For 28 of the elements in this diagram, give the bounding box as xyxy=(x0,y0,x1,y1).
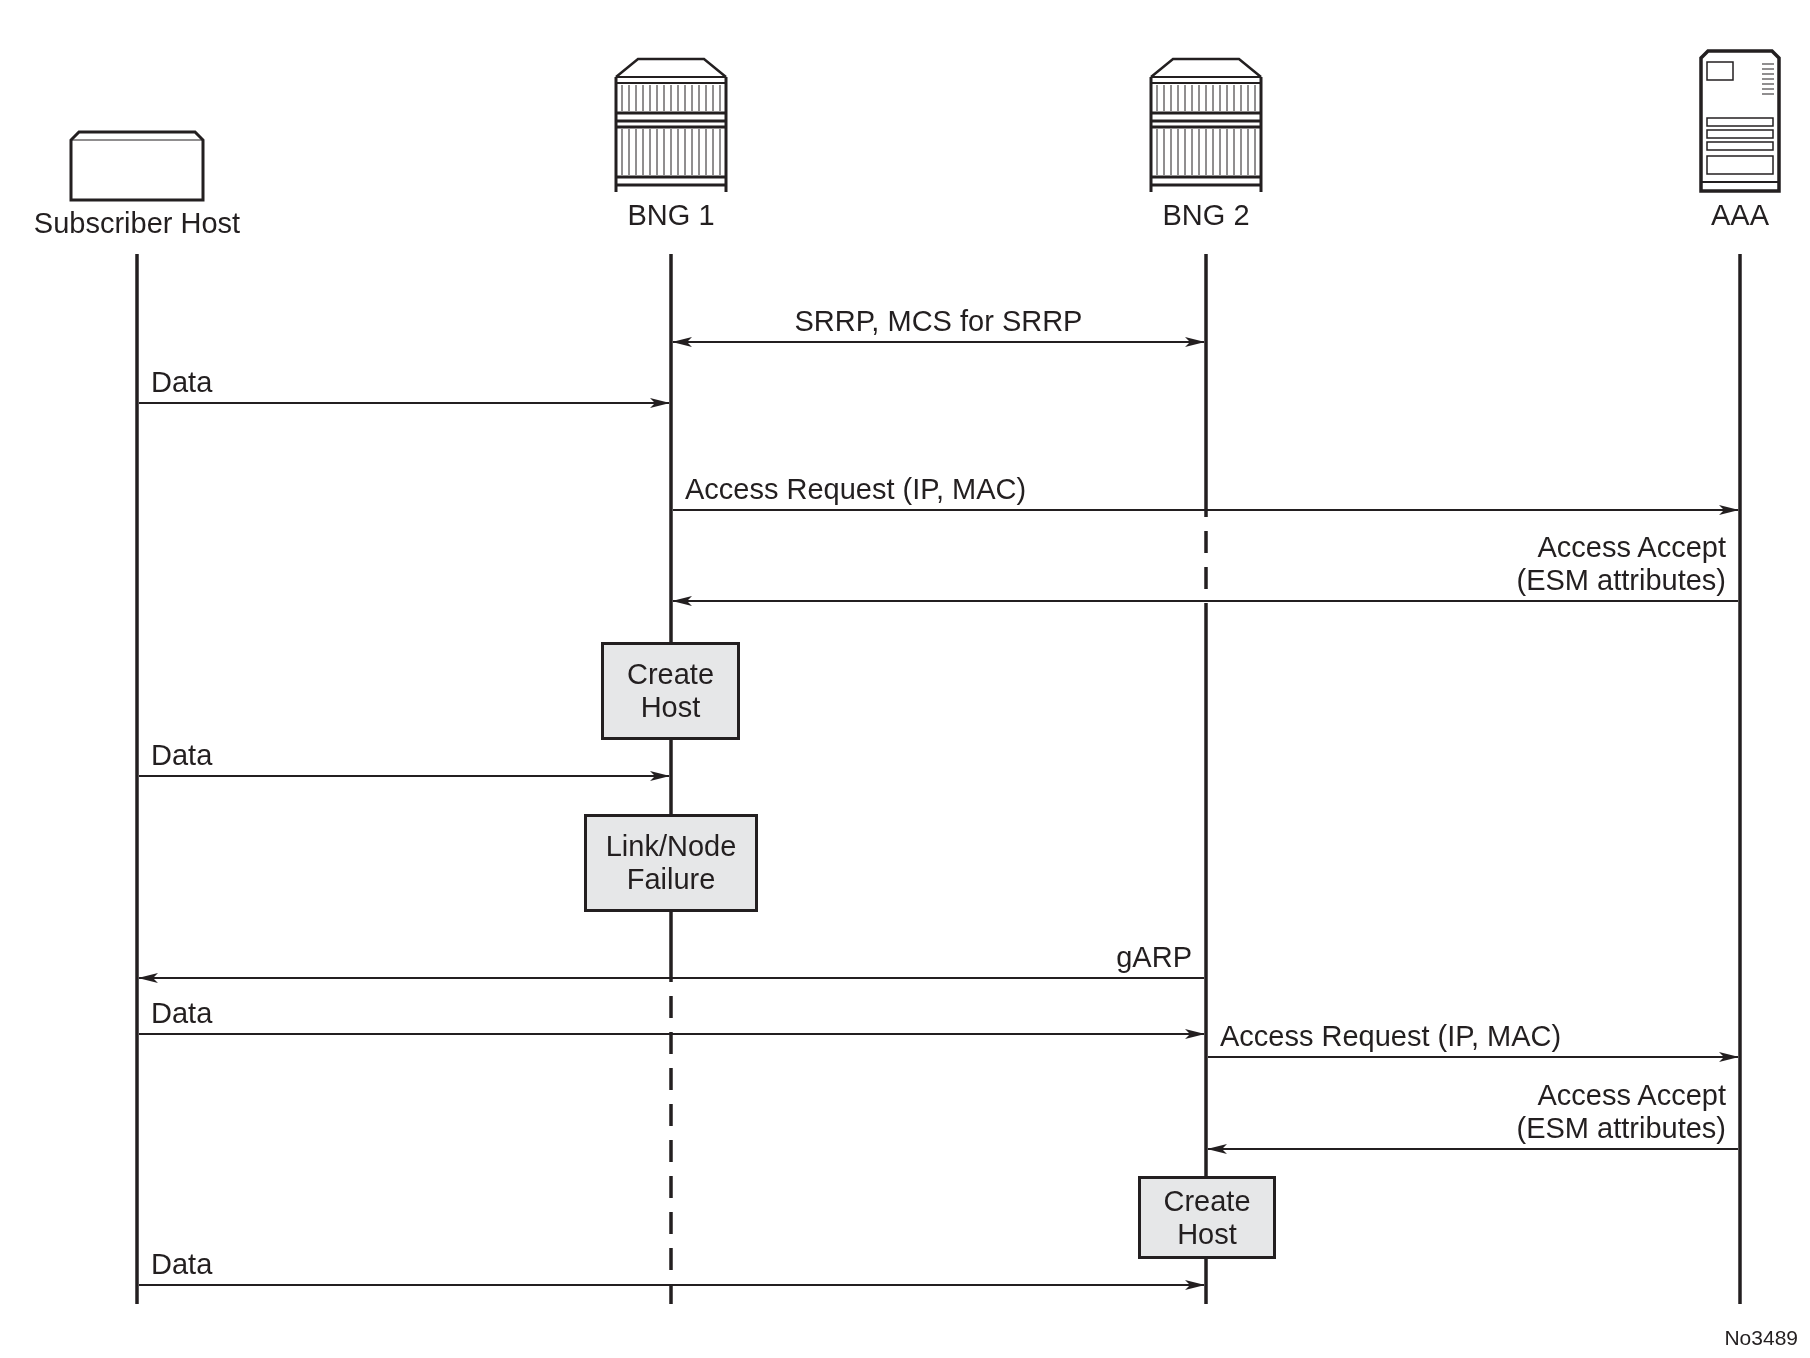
message-arrow xyxy=(672,337,1205,347)
participant-name: Subscriber Host xyxy=(33,206,241,240)
process-box: Create Host xyxy=(601,642,740,740)
participant-name: BNG 2 xyxy=(1162,198,1250,232)
message-arrow xyxy=(138,973,1205,983)
message-label: Access Request (IP, MAC) xyxy=(1220,1020,1562,1053)
message-arrow xyxy=(138,1029,1205,1039)
message-label: Access Request (IP, MAC) xyxy=(685,473,1027,506)
message-arrow xyxy=(138,771,670,781)
message-label: gARP xyxy=(1116,941,1192,974)
process-box: Link/Node Failure xyxy=(584,814,758,912)
message-label: SRRP, MCS for SRRP xyxy=(794,305,1083,338)
message-arrow xyxy=(672,596,1739,606)
message-label: Access Accept (ESM attributes) xyxy=(1515,1079,1726,1145)
message-arrow xyxy=(1207,1144,1739,1154)
message-label: Data xyxy=(151,1248,213,1281)
message-label: Data xyxy=(151,997,213,1030)
process-box: Create Host xyxy=(1138,1176,1276,1259)
message-label: Access Accept (ESM attributes) xyxy=(1515,531,1726,597)
message-arrow xyxy=(1207,1052,1739,1062)
message-arrow xyxy=(138,1280,1205,1290)
participant-name: BNG 1 xyxy=(627,198,715,232)
message-label: Data xyxy=(151,366,213,399)
figure-id: No3489 xyxy=(1724,1326,1798,1350)
message-arrow xyxy=(672,505,1739,515)
participant-name: AAA xyxy=(1711,198,1769,232)
message-arrow xyxy=(138,398,670,408)
message-label: Data xyxy=(151,739,213,772)
